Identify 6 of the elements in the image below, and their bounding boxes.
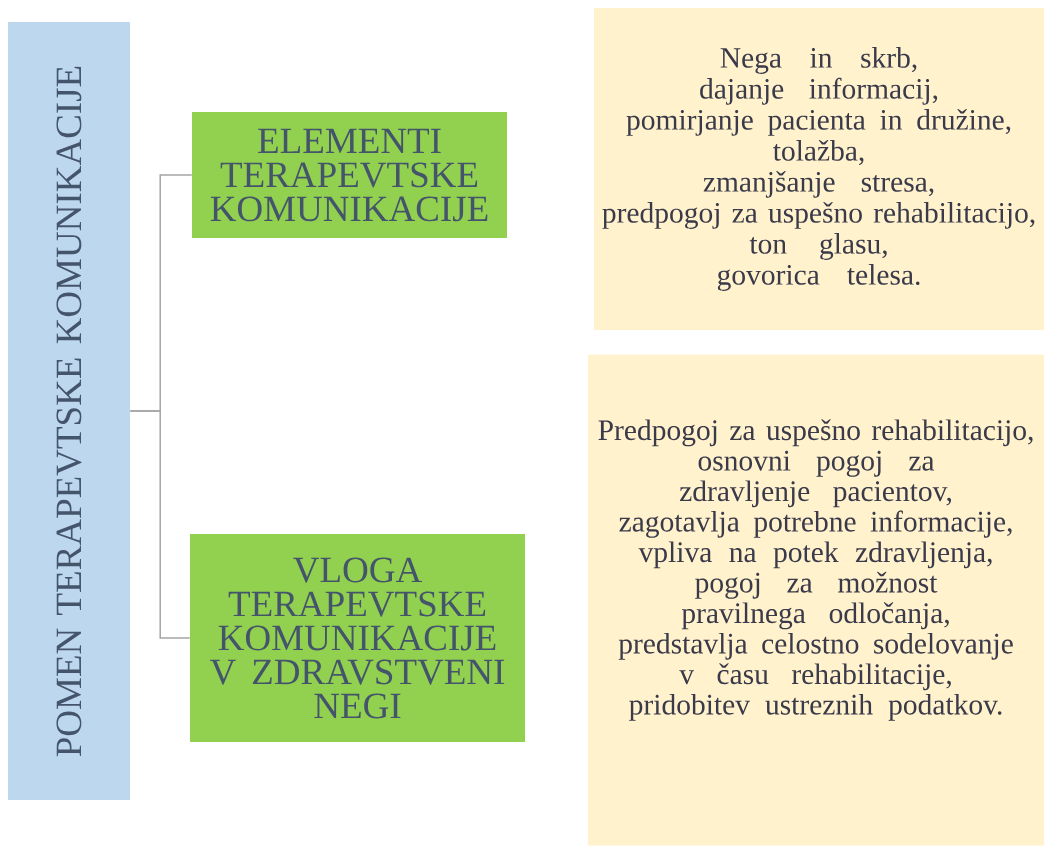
list-box: Nega in skrb, dajanje informacij, pomirjanje pacienta in družine, tolažba, zmanjšanje stresa, predpogoj za uspešno rehabilitacijo, ton glasu, govorica telesa. xyxy=(594,8,1044,330)
topic-box: ELEMENTI TERAPEVTSKE KOMUNIKACIJE xyxy=(192,112,507,238)
topic-box: VLOGA TERAPEVTSKE KOMUNIKACIJE V ZDRAVSTVENI NEGI xyxy=(190,534,525,742)
list-box: Predpogoj za uspešno rehabilitacijo, osnovni pogoj za zdravljenje pacientov, zagotavlja potrebne informacije, vpliva na potek zdravljenja, pogoj za možnost pravilnega odločanja, predstavlja celostno sodelovanje v času rehabilitacije, pridobitev ustreznih podatkov. xyxy=(588,354,1044,846)
title-band: POMEN TERAPEVTSKE KOMUNIKACIJE xyxy=(8,22,130,800)
connector-line xyxy=(129,410,191,639)
